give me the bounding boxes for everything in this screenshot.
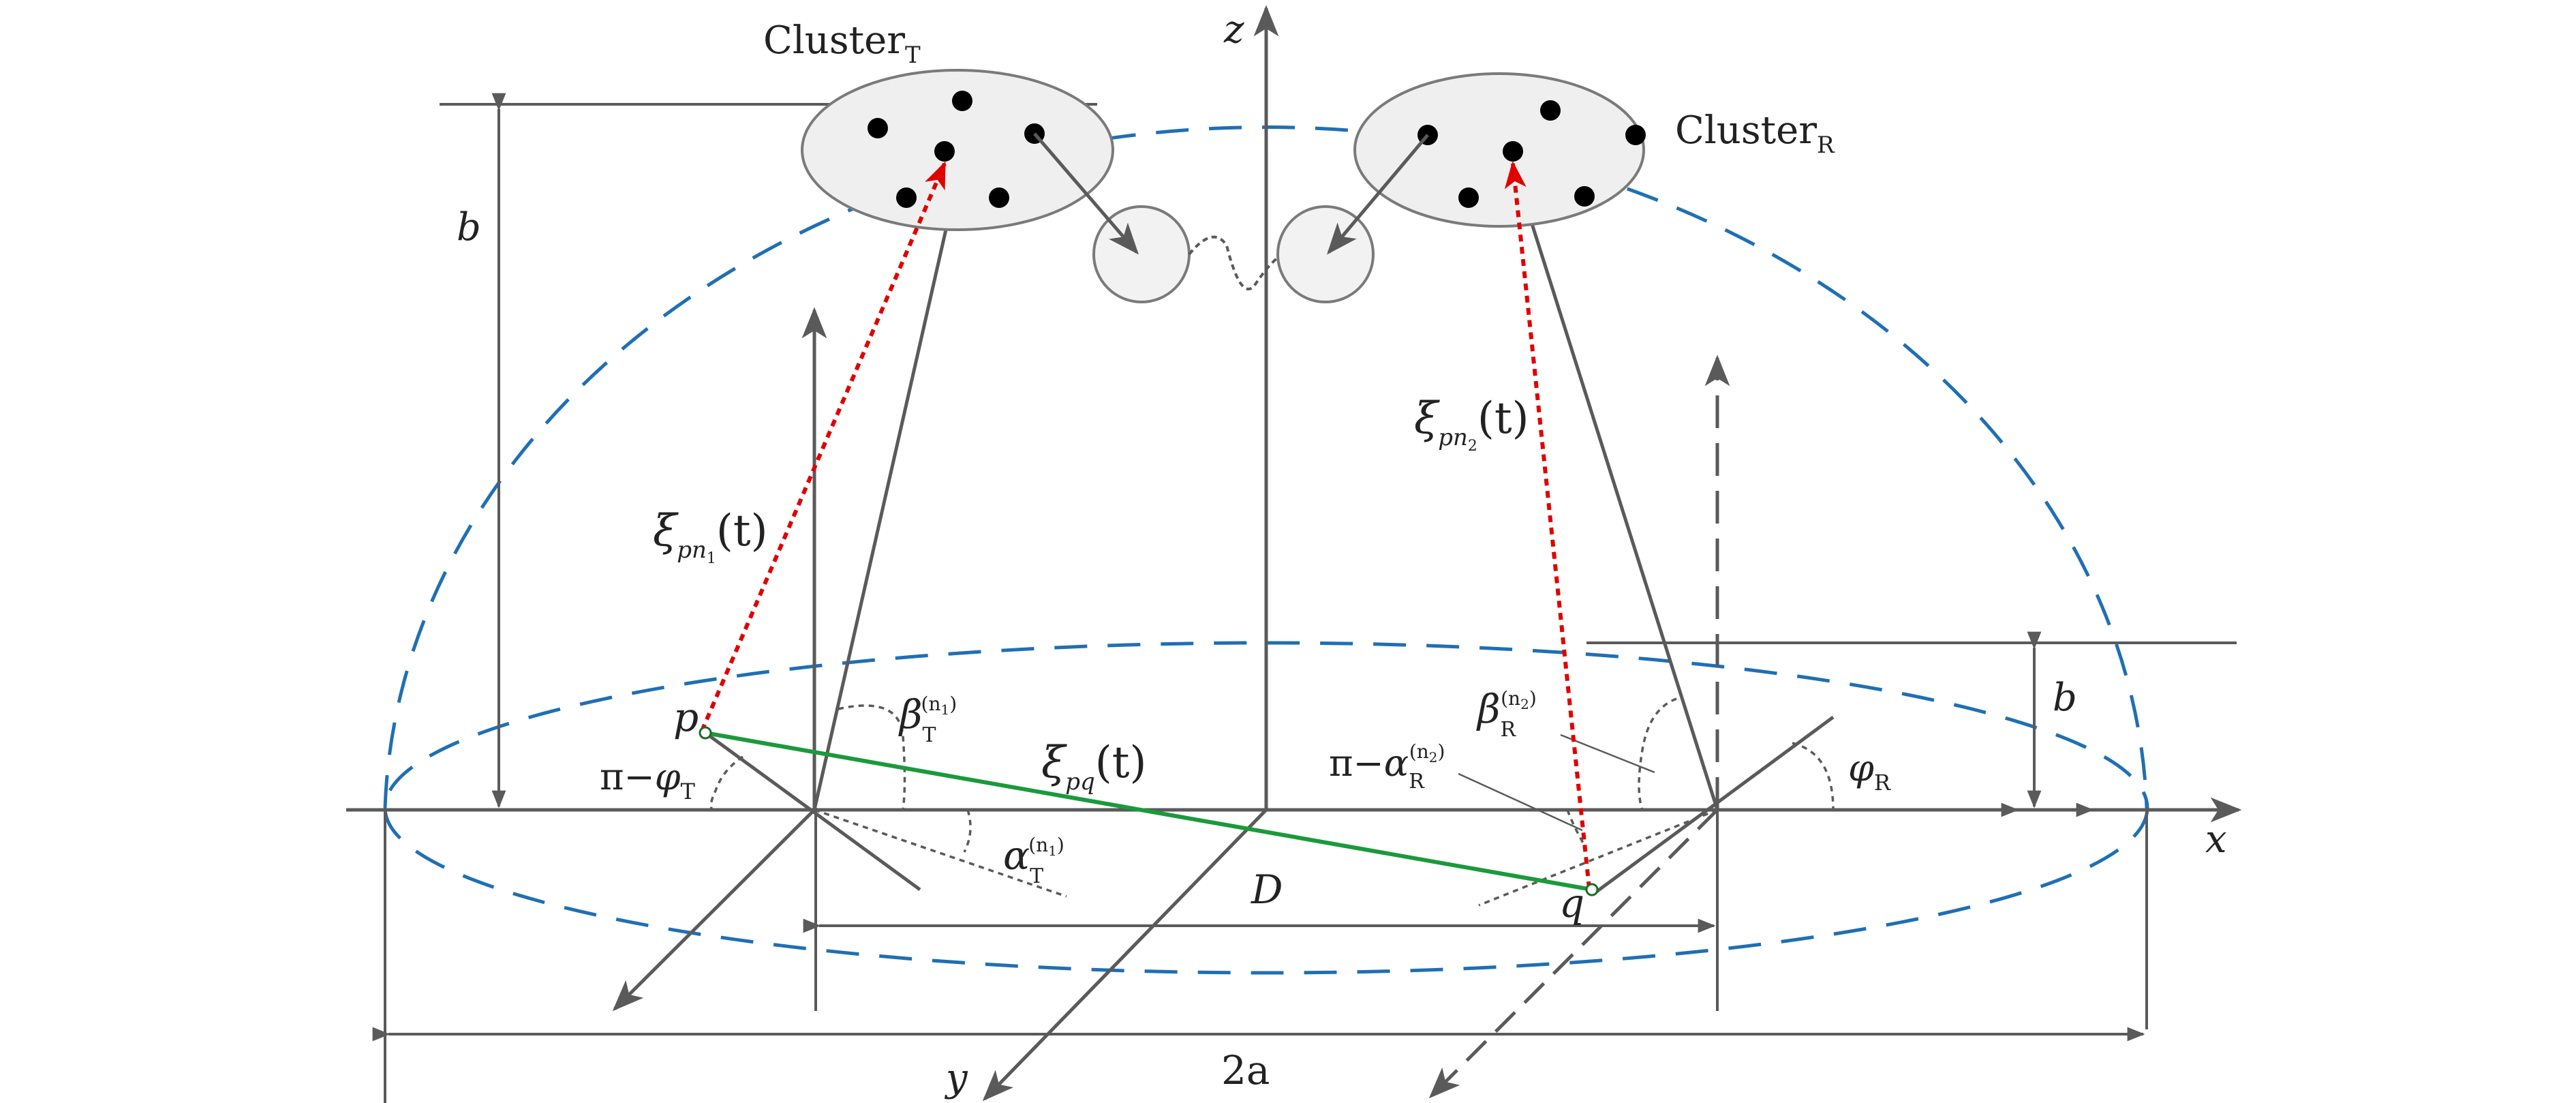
tx-y-axis bbox=[612, 809, 816, 1012]
alpha-r-arc bbox=[1566, 809, 1586, 846]
ray-q-to-cluster-r bbox=[1504, 161, 1591, 889]
scatterer bbox=[1540, 100, 1561, 121]
scatterer bbox=[1458, 187, 1479, 208]
scatterer bbox=[1503, 141, 1523, 162]
axes bbox=[346, 5, 2242, 1102]
xi-pn2-label: ξpn2(t) bbox=[1414, 393, 1529, 455]
rx-array bbox=[1593, 715, 1835, 895]
z-axis-label: z bbox=[1223, 7, 1244, 52]
cluster-t-label: ClusterT bbox=[763, 18, 921, 69]
scatterer bbox=[868, 118, 888, 138]
leader-lines bbox=[1458, 734, 1655, 832]
b-right-label: b bbox=[2053, 676, 2077, 720]
antenna-q bbox=[1585, 883, 1599, 896]
scatterer bbox=[896, 187, 917, 208]
xi-pn1-label: ξpn1(t) bbox=[653, 506, 768, 567]
los-p-to-q bbox=[705, 731, 1593, 892]
beta-t-arc bbox=[838, 704, 906, 811]
cluster-t-to-node bbox=[1033, 132, 1139, 255]
rx-local-axes bbox=[1428, 163, 1835, 1099]
antenna-p bbox=[699, 726, 712, 740]
cluster-t-scatterers bbox=[868, 91, 1045, 208]
two-a-label: 2a bbox=[1221, 1047, 1270, 1093]
labels: z x y ClusterT ClusterR b b ξpn1(t) ξpn2… bbox=[457, 7, 2227, 1100]
x-axis-label: x bbox=[2205, 817, 2227, 862]
scatterer bbox=[1574, 186, 1595, 207]
xi-pq-label: ξpq(t) bbox=[1041, 738, 1146, 796]
alpha-r-guide bbox=[1478, 809, 1718, 907]
cluster-r-ellipse bbox=[1353, 72, 1645, 228]
scatterer bbox=[989, 187, 1009, 208]
beta-r-arc bbox=[1638, 697, 1677, 811]
cluster-r bbox=[1353, 72, 1646, 228]
cluster-t bbox=[801, 69, 1114, 231]
beta-r-label: βR(n2) bbox=[1476, 686, 1537, 742]
cluster-r-to-node bbox=[1327, 134, 1429, 255]
y-axis-label: y bbox=[944, 1056, 968, 1100]
pi-phi-t-arc bbox=[709, 755, 743, 811]
virtual-link-node-r bbox=[1276, 205, 1375, 303]
pi-minus-phi-t-label: π−φT bbox=[600, 755, 696, 804]
alpha-t-guide bbox=[814, 809, 1067, 898]
phi-r-arc bbox=[1792, 742, 1835, 811]
phi-r-label: φR bbox=[1848, 746, 1891, 796]
q-label: q bbox=[1559, 880, 1584, 926]
y-axis bbox=[982, 809, 1268, 1102]
beta-r-leader bbox=[1560, 734, 1655, 774]
alpha-r-leader bbox=[1458, 772, 1583, 832]
angle-guides bbox=[709, 697, 1835, 907]
cluster-r-label: ClusterR bbox=[1675, 108, 1835, 159]
scatterer bbox=[934, 141, 955, 162]
pi-minus-alpha-r-label: π−αR(n2) bbox=[1329, 740, 1445, 794]
rx-y-axis bbox=[1428, 809, 1719, 1099]
alpha-t-arc bbox=[963, 809, 972, 853]
tx-local-axes bbox=[612, 163, 963, 1012]
scatterer bbox=[952, 91, 972, 111]
alpha-t-label: αT(n1) bbox=[1003, 832, 1064, 888]
cluster-t-ellipse bbox=[801, 69, 1114, 231]
b-top-label: b bbox=[457, 205, 481, 250]
beta-t-label: βT(n1) bbox=[898, 691, 957, 747]
rays bbox=[699, 161, 1599, 896]
p-label: p bbox=[673, 694, 699, 740]
tx-to-cluster bbox=[812, 163, 963, 811]
D-label: D bbox=[1251, 866, 1283, 913]
ray-p-to-cluster-t bbox=[700, 161, 947, 732]
scatterer bbox=[1625, 125, 1646, 145]
virtual-link bbox=[1033, 132, 1429, 303]
rx-to-cluster bbox=[1511, 163, 1719, 811]
